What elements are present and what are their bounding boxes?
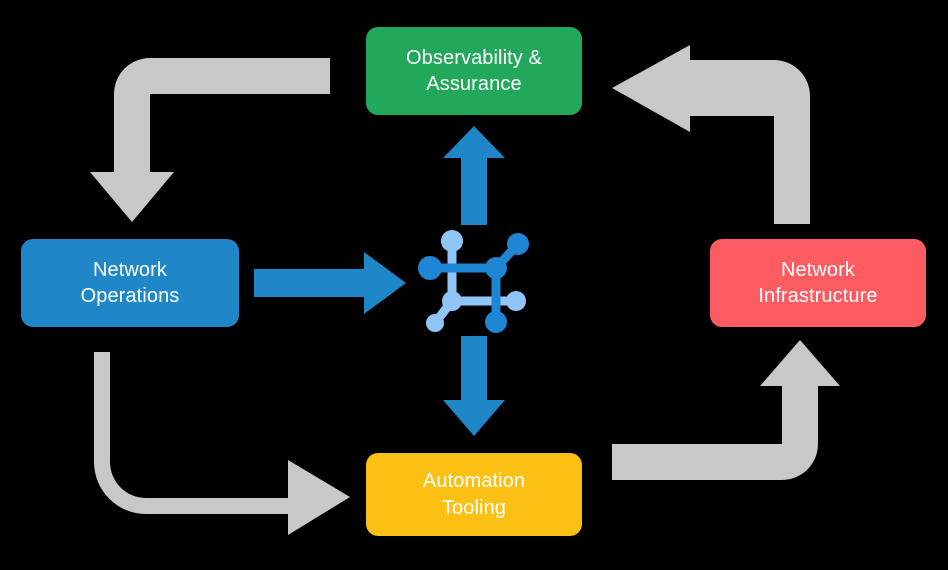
connector-automation-to-infrastructure (612, 340, 840, 480)
node-network-infrastructure[interactable]: Network Infrastructure (710, 239, 926, 327)
connector-ops-to-automation (94, 352, 350, 535)
node-observability-and-assurance[interactable]: Observability & Assurance (366, 27, 582, 115)
node-network-operations[interactable]: Network Operations (21, 239, 239, 327)
network-topology-icon (418, 218, 536, 336)
network-nodes-dark (418, 233, 529, 333)
connector-ops-to-center (254, 252, 406, 314)
connector-observability-to-ops (90, 58, 330, 222)
connector-infrastructure-to-observability (612, 45, 810, 224)
network-nodes-light (426, 230, 526, 332)
node-automation-tooling[interactable]: Automation Tooling (366, 453, 582, 536)
connector-center-to-observability (443, 126, 505, 225)
connector-center-to-automation (443, 336, 505, 436)
